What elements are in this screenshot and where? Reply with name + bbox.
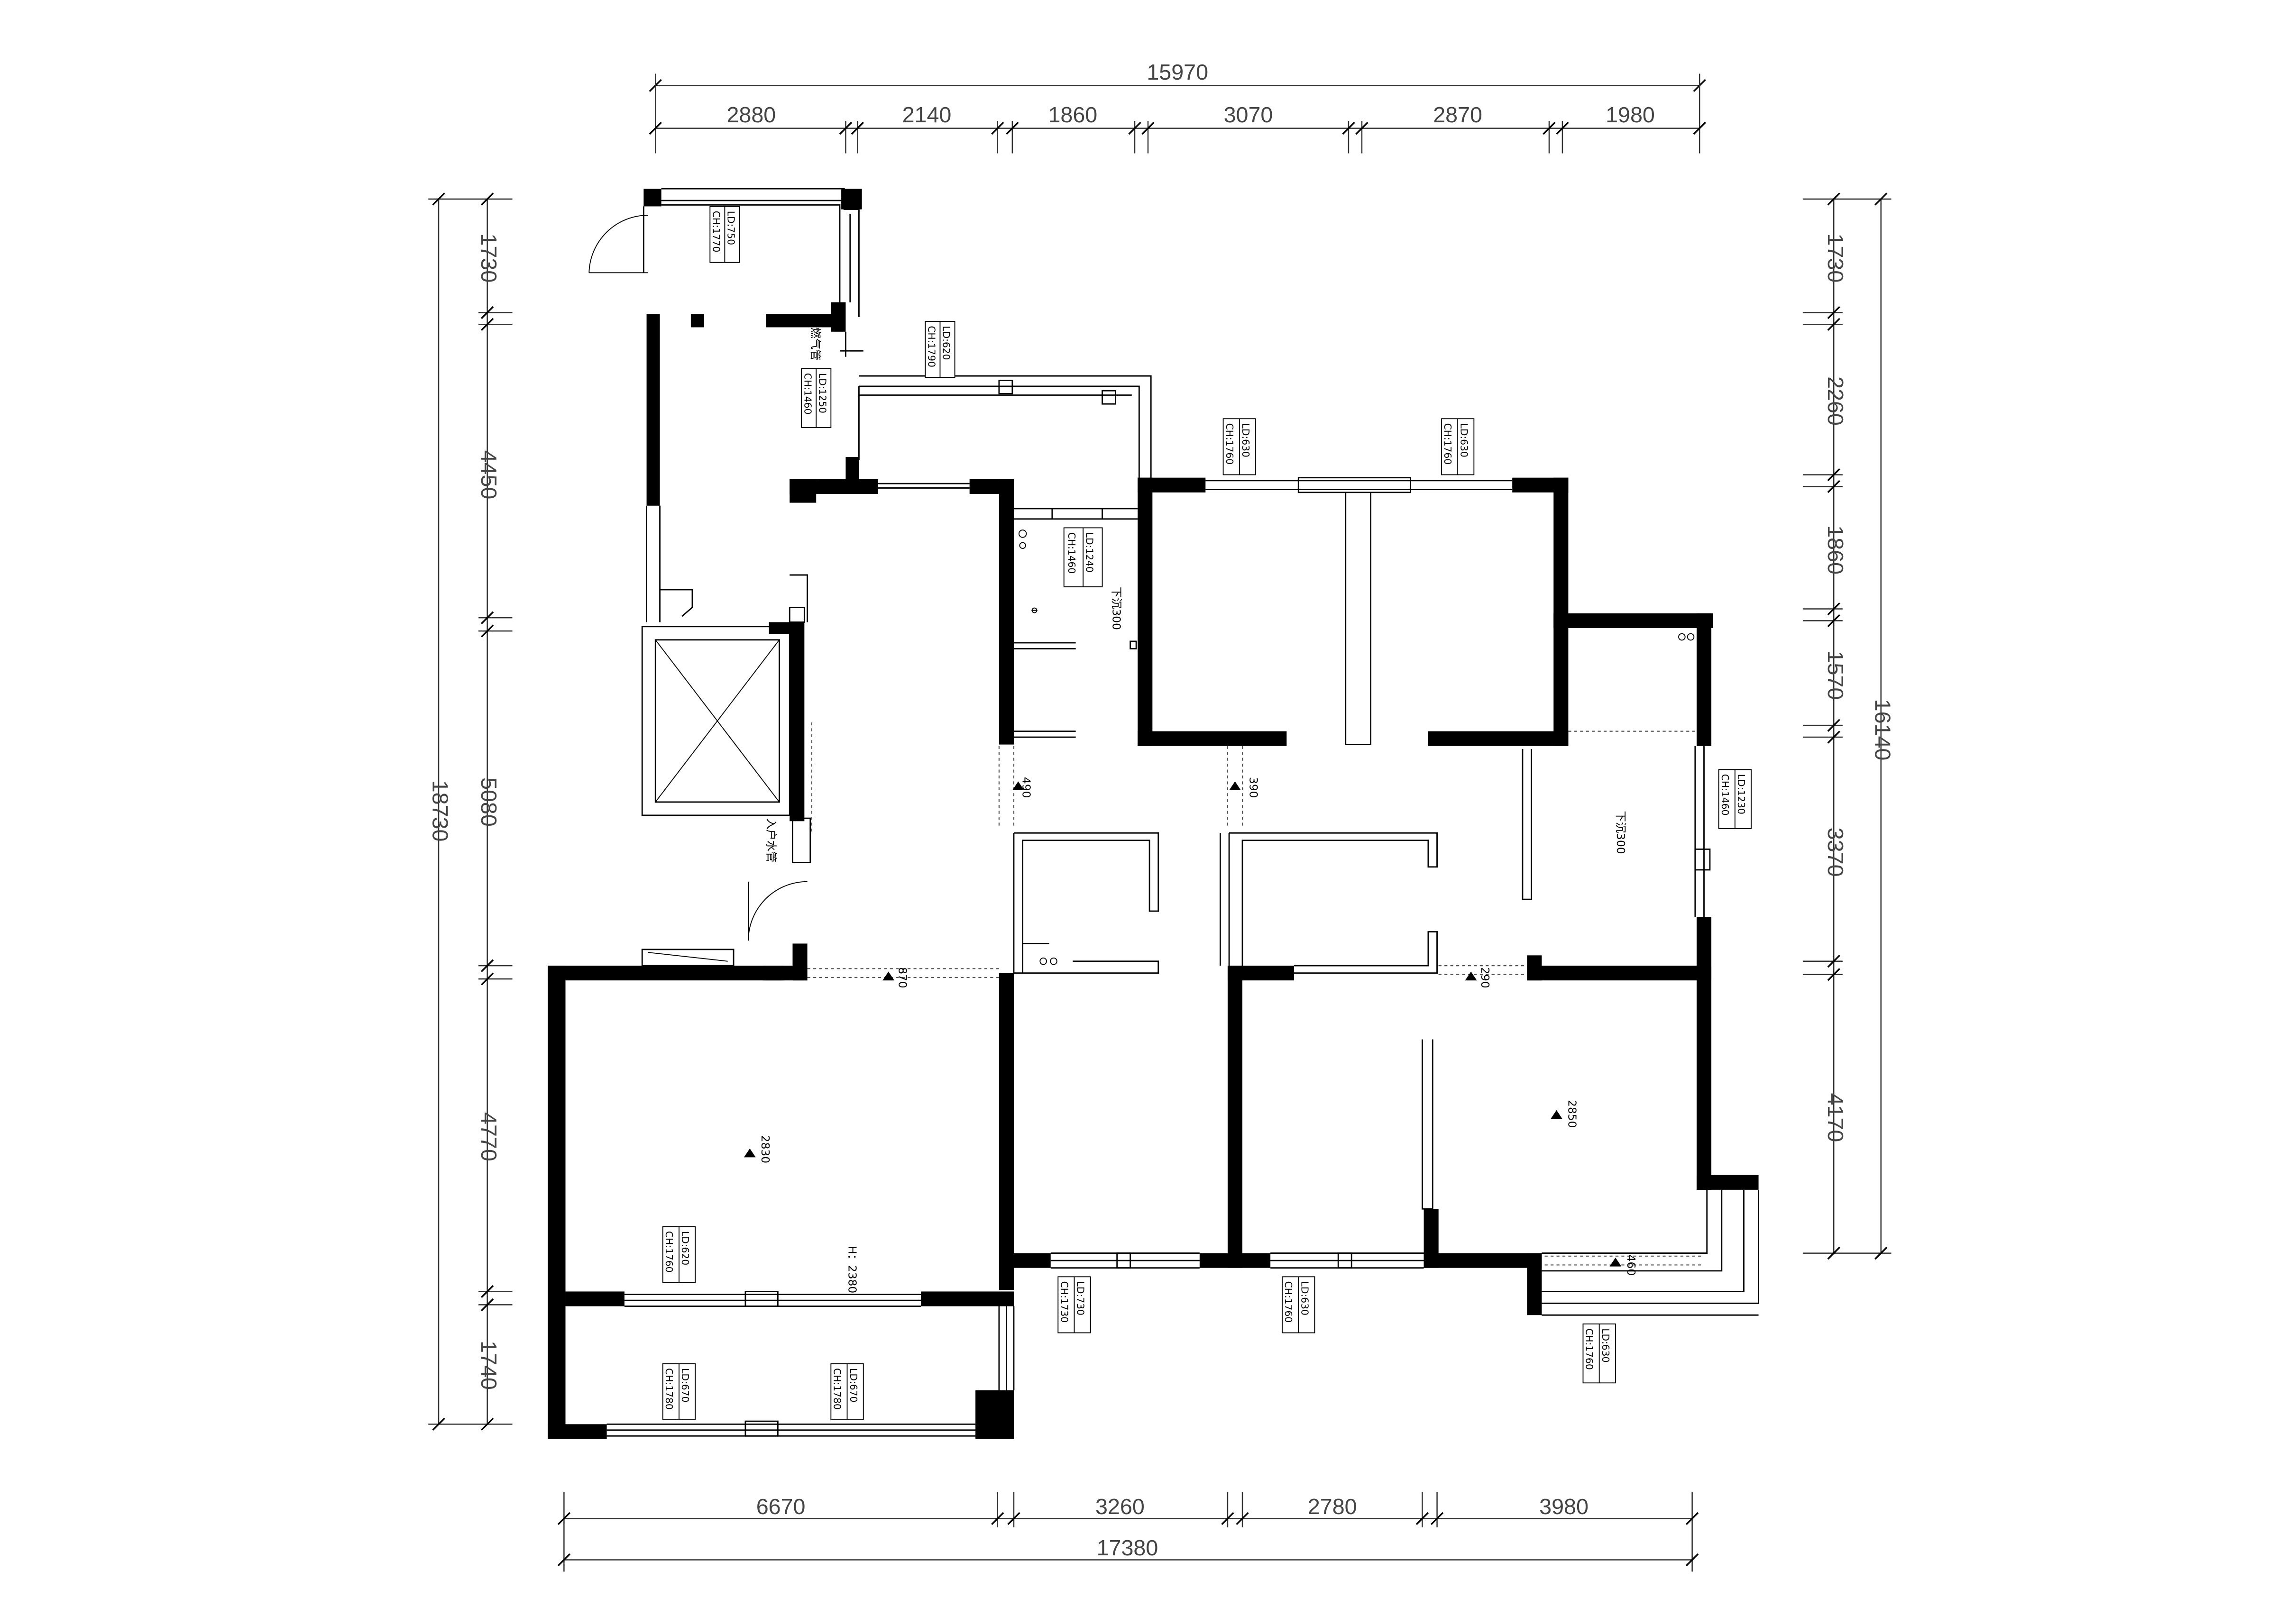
- dim-right-3: 1860: [1823, 525, 1848, 575]
- dim-bottom-total: 17380: [1097, 1535, 1158, 1560]
- window-tag-ld: LD:620: [680, 1231, 691, 1265]
- window-tag-ld: LD:670: [680, 1368, 691, 1402]
- level-label: 2850: [1565, 1100, 1578, 1128]
- level-label: 390: [1247, 777, 1260, 798]
- dim-top-6: 1980: [1606, 102, 1655, 127]
- dim-bottom-2: 3260: [1095, 1494, 1145, 1519]
- level-label: 490: [1020, 777, 1033, 798]
- dimension-left: 18730 1730 4450 5080 4770 1740: [428, 192, 513, 1431]
- window-tag-ch: CH:1460: [1066, 532, 1077, 574]
- window-tag-ch: CH:1780: [663, 1368, 675, 1410]
- window-tag-ch: CH:1760: [1584, 1328, 1595, 1370]
- window-tag: LD:1240 CH:1460: [1063, 527, 1103, 587]
- walls: [548, 189, 1759, 1439]
- window-tag-ld: LD:1240: [1084, 532, 1095, 573]
- level-label: 290: [1479, 967, 1491, 988]
- window-tag-ld: LD:1250: [817, 373, 828, 413]
- dim-top-4: 3070: [1224, 102, 1273, 127]
- dim-left-2: 4450: [477, 450, 501, 500]
- window-tag-ch: CH:1770: [711, 211, 722, 253]
- dim-left-4: 4770: [477, 1112, 501, 1161]
- dim-left-1: 1730: [477, 233, 501, 283]
- gas-pipe-label: 燃气管: [809, 327, 822, 360]
- window-tag: LD:670 CH:1780: [662, 1363, 696, 1420]
- level-label: 460: [1625, 1255, 1637, 1276]
- window-tag: LD:670 CH:1780: [830, 1363, 864, 1420]
- window-tag-ch: CH:1460: [802, 373, 813, 415]
- window-tag-ld: LD:620: [941, 326, 952, 360]
- window-tag: LD:1230 CH:1460: [1718, 769, 1752, 829]
- dim-top-3: 1860: [1048, 102, 1098, 127]
- window-tag: LD:630 CH:1760: [1582, 1323, 1616, 1384]
- window-tag-ch: CH:1760: [1224, 423, 1235, 465]
- dimension-right: 16140 1730 2260 1860 1570 3370 4170: [1802, 192, 1895, 1260]
- dim-right-4: 1570: [1823, 651, 1848, 700]
- window-tag-ld: LD:630: [1600, 1328, 1611, 1362]
- window-tag: LD:620 CH:1760: [662, 1226, 696, 1283]
- dim-right-2: 2260: [1823, 376, 1848, 426]
- window-tag: LD:1250 CH:1460: [801, 368, 832, 428]
- dim-left-total: 18730: [428, 780, 453, 842]
- dim-top-1: 2880: [727, 102, 776, 127]
- window-tag: LD:630 CH:1760: [1222, 418, 1256, 475]
- window-tag-ch: CH:1730: [1059, 1281, 1070, 1323]
- dim-left-3: 5080: [477, 777, 501, 827]
- window-tag-ld: LD:670: [848, 1368, 859, 1402]
- annotations: 燃气管 入户水管 下沉300 下沉300 H：2380 490 390 870 …: [759, 327, 1637, 1293]
- dimension-top: 15970 2880 2140 1860 3070 2870 1980: [649, 60, 1706, 154]
- drop-ceiling-label: 下沉300: [1110, 587, 1122, 630]
- window-tag-ch: CH:1760: [1283, 1281, 1294, 1323]
- window-tag: LD:730 CH:1730: [1057, 1276, 1091, 1333]
- window-tags: LD:750 CH:1770 LD:620 CH:1790 LD:1250 CH…: [662, 206, 1752, 1420]
- window-tag-ch: CH:1790: [926, 326, 937, 367]
- window-tag-ch: CH:1780: [832, 1368, 843, 1410]
- window-tag: LD:620 CH:1790: [925, 321, 955, 378]
- window-tag-ch: CH:1460: [1719, 774, 1731, 816]
- dim-right-6: 4170: [1823, 1093, 1848, 1142]
- window-tag-ld: LD:1230: [1736, 774, 1747, 814]
- window-tag-ld: LD:730: [1075, 1281, 1086, 1315]
- dimension-bottom: 6670 3260 2780 3980 17380: [557, 1492, 1699, 1572]
- level-label: 870: [896, 967, 909, 988]
- window-tag-ld: LD:630: [1299, 1281, 1310, 1315]
- dim-bottom-4: 3980: [1539, 1494, 1589, 1519]
- dim-right-5: 3370: [1823, 828, 1848, 877]
- window-tag-ld: LD:630: [1458, 423, 1469, 457]
- window-tag: LD:750 CH:1770: [709, 206, 740, 263]
- dim-top-total: 15970: [1147, 60, 1208, 84]
- dim-top-5: 2870: [1433, 102, 1482, 127]
- window-tag: LD:630 CH:1760: [1282, 1276, 1315, 1333]
- dim-left-5: 1740: [477, 1341, 501, 1390]
- window-tag: LD:630 CH:1760: [1441, 418, 1475, 475]
- level-label: 2830: [759, 1135, 771, 1163]
- dim-bottom-1: 6670: [756, 1494, 806, 1519]
- dim-right-total: 16140: [1870, 699, 1895, 761]
- window-tag-ld: LD:630: [1240, 423, 1251, 457]
- window-tag-ch: CH:1760: [663, 1231, 675, 1273]
- dim-right-1: 1730: [1823, 233, 1848, 283]
- dim-bottom-3: 2780: [1308, 1494, 1357, 1519]
- thin-partitions: [588, 188, 1759, 1437]
- drop-ceiling-label: 下沉300: [1614, 811, 1627, 854]
- water-pipe-label: 入户水管: [765, 818, 778, 862]
- dim-top-2: 2140: [902, 102, 952, 127]
- window-tag-ld: LD:750: [726, 211, 737, 245]
- ceiling-height-label: H：2380: [846, 1246, 859, 1293]
- window-tag-ch: CH:1760: [1442, 423, 1453, 465]
